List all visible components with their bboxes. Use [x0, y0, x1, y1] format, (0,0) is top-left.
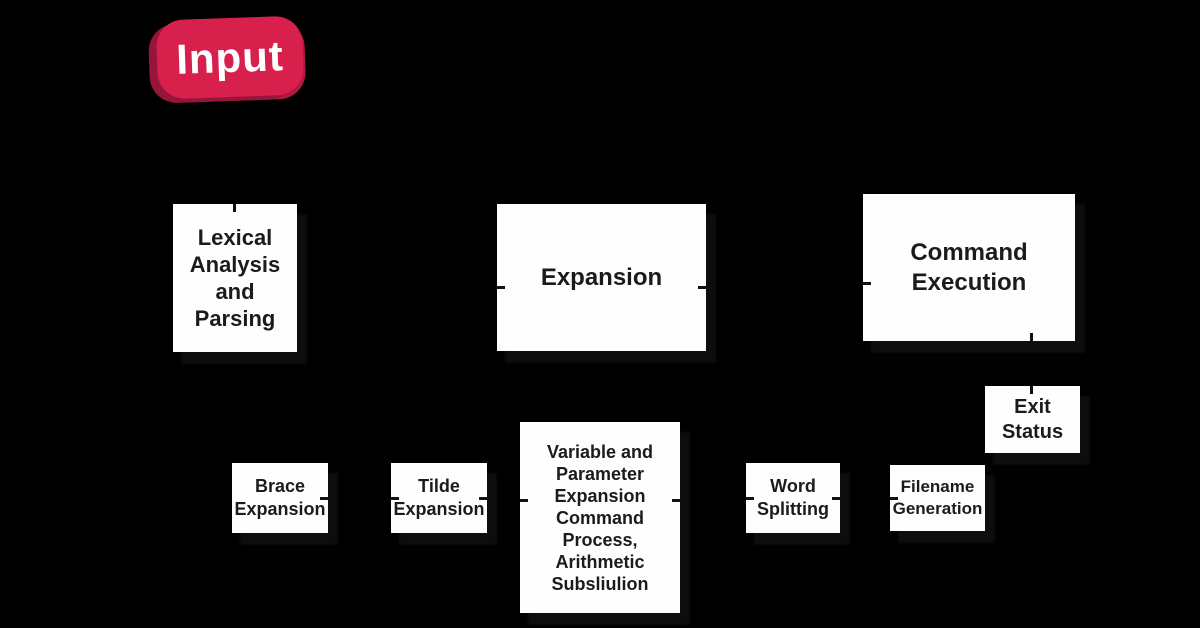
connector-stub — [698, 286, 706, 289]
stage-box-command-execution: Command Execution — [863, 194, 1075, 341]
substep-box-brace-expansion: Brace Expansion — [232, 463, 328, 533]
stage-label: Command Execution — [910, 238, 1028, 296]
connector-stub — [320, 497, 328, 500]
stage-label: Expansion — [540, 263, 663, 291]
result-label: Exit Status — [1001, 395, 1064, 443]
connector-stub — [672, 499, 680, 502]
connector-stub — [520, 499, 528, 502]
connector-stub — [1030, 333, 1033, 341]
result-box-exit-status: Exit Status — [985, 386, 1080, 453]
connector-stub — [832, 497, 840, 500]
stage-box-expansion: Expansion — [497, 204, 706, 351]
connector-stub — [233, 204, 236, 212]
connector-stub — [746, 497, 754, 500]
substep-label: Filename Generation — [892, 477, 983, 518]
connector-stub — [391, 497, 399, 500]
substep-label: Brace Expansion — [234, 476, 326, 519]
substep-box-filename-generation: Filename Generation — [890, 465, 985, 531]
connector-stub — [479, 497, 487, 500]
connector-stub — [863, 282, 871, 285]
stage-box-lexical-analysis-and-parsing: Lexical Analysis and Parsing — [173, 204, 297, 352]
substep-box-word-splitting: Word Splitting — [746, 463, 840, 533]
substep-box-variable-parameter-expansion: Variable and Parameter Expansion Command… — [520, 422, 680, 613]
substep-label: Tilde Expansion — [393, 476, 485, 519]
substep-label: Variable and Parameter Expansion Command… — [546, 441, 654, 594]
input-badge-label: Input — [175, 31, 285, 83]
substep-label: Word Splitting — [757, 476, 829, 519]
connector-stub — [890, 497, 898, 500]
connector-stub — [1030, 386, 1033, 394]
stage-label: Lexical Analysis and Parsing — [189, 225, 281, 331]
connector-stub — [497, 286, 505, 289]
input-badge: Input — [155, 15, 305, 100]
substep-box-tilde-expansion: Tilde Expansion — [391, 463, 487, 533]
